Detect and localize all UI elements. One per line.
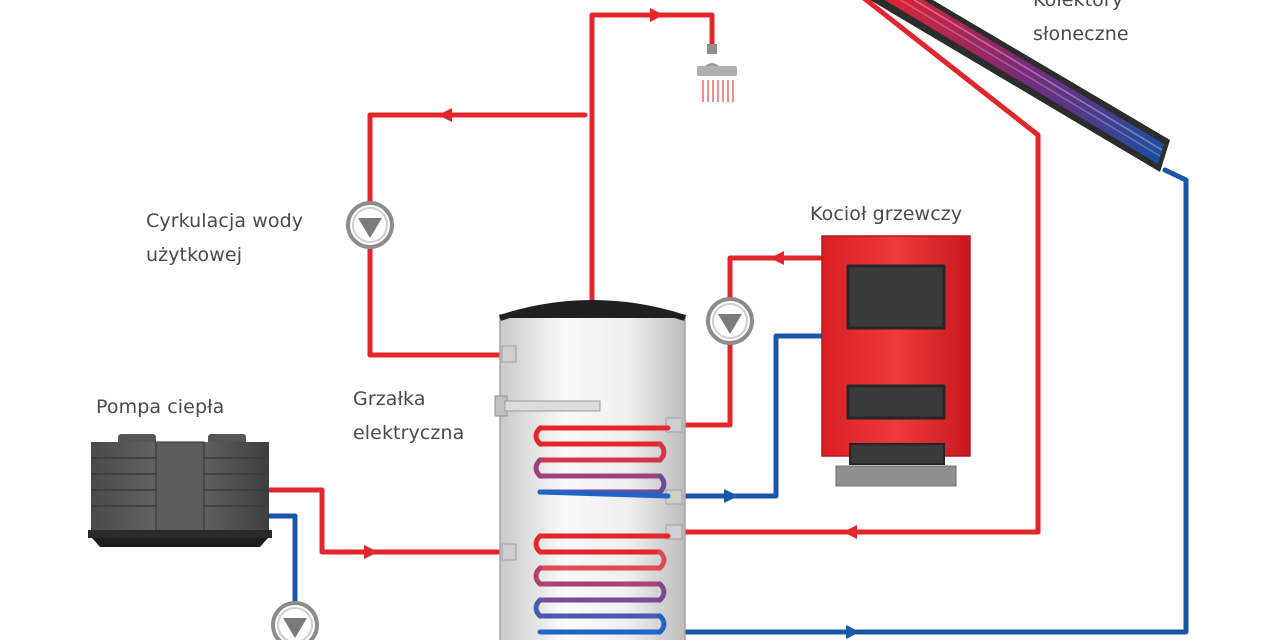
pump-icon [706, 297, 754, 345]
heat-pump [88, 434, 272, 547]
pump-icon [346, 201, 394, 249]
circulation-label-line2: użytkowej [146, 244, 243, 266]
electric-heater-label-line2: elektryczna [353, 422, 465, 444]
pump-icon [271, 601, 319, 640]
lower-coil [533, 533, 671, 635]
electric-heater [494, 395, 601, 417]
flow-arrow-icon [364, 8, 857, 559]
boiler [821, 235, 971, 487]
electric-heater-label: Grzałka elektryczna [353, 382, 464, 450]
solar-collectors-label-line2: słoneczne [1033, 23, 1129, 45]
circulation-label-line1: Cyrkulacja wody [146, 210, 304, 232]
solar-collectors-label: Kolektory słoneczne [1033, 0, 1129, 51]
solar-collector [870, 0, 1170, 172]
flow-arrow-icon [724, 489, 860, 639]
electric-heater-label-line1: Grzałka [353, 388, 426, 410]
circulation-label: Cyrkulacja wody użytkowej [146, 204, 303, 272]
solar-collectors-label-line1: Kolektory [1033, 0, 1124, 11]
heat-pump-label: Pompa ciepła [96, 396, 225, 418]
upper-coil [533, 425, 671, 499]
shower-icon [697, 44, 737, 102]
storage-tank [494, 300, 686, 640]
boiler-label: Kocioł grzewczy [810, 203, 963, 225]
